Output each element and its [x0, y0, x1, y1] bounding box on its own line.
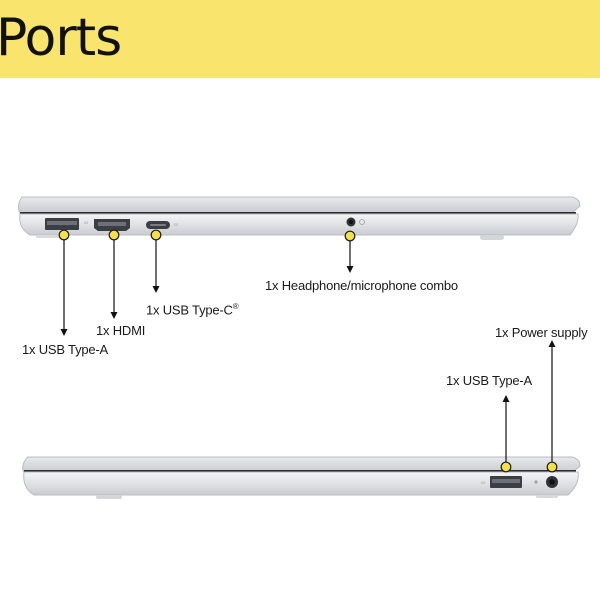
audio-jack-icon	[346, 217, 365, 227]
svg-text:ss: ss	[481, 480, 485, 485]
label-hdmi: 1x HDMI	[96, 323, 146, 338]
laptop-right-side-view: ss	[22, 340, 581, 499]
page-title: Ports	[0, 8, 122, 68]
svg-text:ss: ss	[84, 220, 88, 225]
lid-gap	[20, 212, 576, 215]
label-usb-c: 1x USB Type-C®	[146, 302, 239, 318]
usb-c-port-icon	[146, 221, 170, 229]
registered-mark: ®	[232, 302, 239, 311]
label-usb-a-right: 1x USB Type-A	[446, 373, 533, 388]
marker-hdmi	[108, 229, 120, 241]
marker-usb-a-right	[500, 461, 512, 473]
hdmi-port-icon	[94, 219, 130, 231]
marker-usb-c	[150, 229, 162, 241]
label-usb-a-left: 1x USB Type-A	[22, 342, 109, 357]
usb-a-port-icon	[490, 476, 522, 488]
usb-a-port-icon	[45, 218, 79, 230]
label-power-supply: 1x Power supply	[495, 325, 588, 340]
header-banner: Ports	[0, 0, 600, 78]
lid-gap	[24, 470, 576, 473]
label-headphone-mic: 1x Headphone/microphone combo	[265, 278, 458, 293]
marker-usb-a-left	[58, 229, 70, 241]
marker-audio	[344, 230, 356, 242]
status-led-icon	[534, 480, 538, 484]
svg-text:ss: ss	[174, 222, 178, 227]
marker-power	[546, 461, 558, 473]
laptop-left-side-view: ss ss	[17, 196, 581, 336]
power-port-icon	[546, 476, 558, 488]
